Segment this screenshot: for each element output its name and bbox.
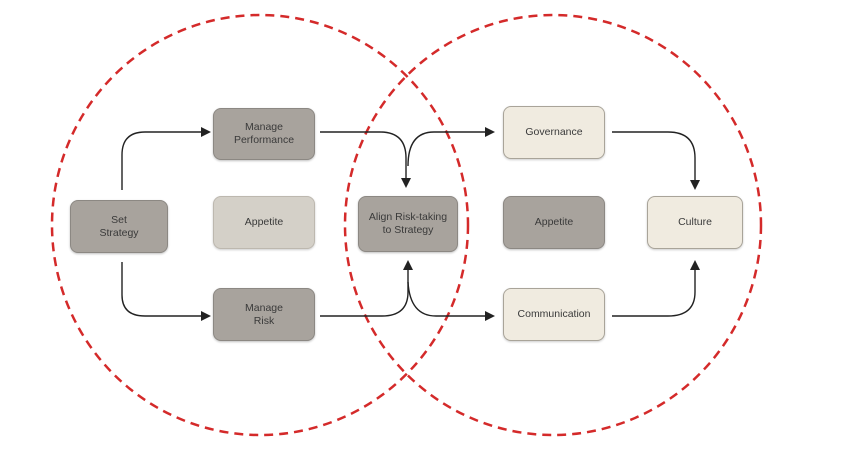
arrow-align-to-communication (407, 281, 495, 321)
arrow-communication-to-culture (612, 260, 700, 317)
culture-node: Culture (647, 196, 743, 249)
communication-node: Communication (503, 288, 605, 341)
governance-node: Governance (503, 106, 605, 159)
arrow-governance-to-culture (612, 131, 700, 190)
manage-risk-node: Manage Risk (213, 288, 315, 341)
manage-performance-node: Manage Performance (213, 108, 315, 160)
arrow-align-to-governance (407, 127, 495, 167)
arrow-risk-to-align (320, 260, 413, 317)
arrow-strategy-to-performance (121, 127, 211, 190)
right-dashed-circle (343, 13, 763, 437)
arrow-strategy-to-risk (121, 262, 211, 321)
appetite-left-node: Appetite (213, 196, 315, 249)
align-risk-taking-node: Align Risk-taking to Strategy (358, 196, 458, 252)
set-strategy-node: Set Strategy (70, 200, 168, 253)
appetite-right-node: Appetite (503, 196, 605, 249)
left-dashed-circle (50, 13, 470, 437)
arrow-performance-to-align (320, 131, 411, 188)
